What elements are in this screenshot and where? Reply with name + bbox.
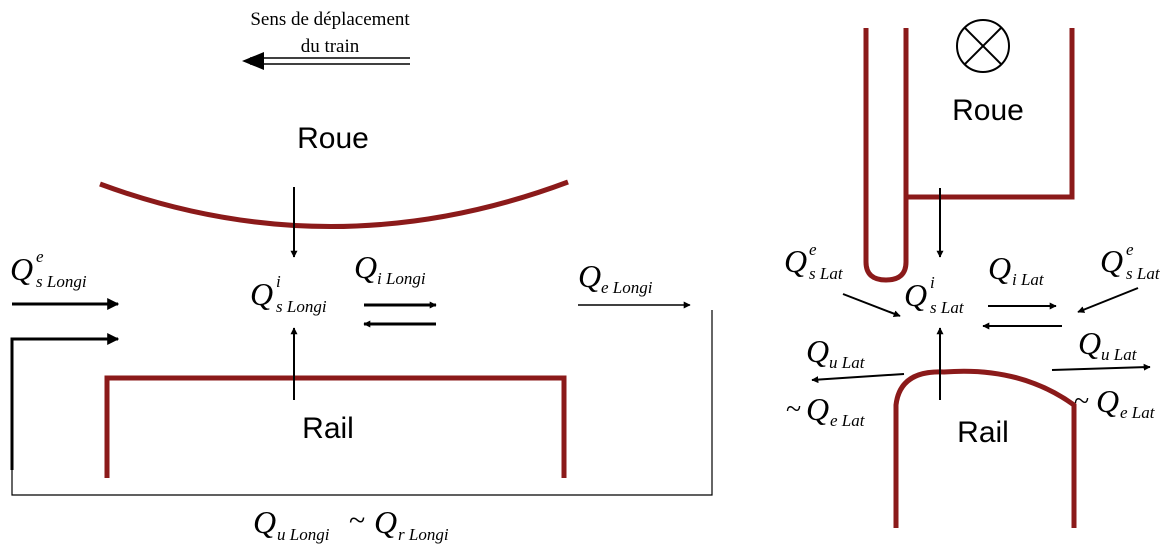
label-q-si-longi: Q i s Longi xyxy=(250,272,327,316)
wheel-label-lateral: Roue xyxy=(952,94,1024,127)
arrow-external-right-entering xyxy=(1077,287,1139,313)
svg-text:e Lat: e Lat xyxy=(1120,403,1156,422)
wheel-arc xyxy=(99,179,569,229)
svg-text:r Longi: r Longi xyxy=(398,525,449,544)
label-q-si-lat: Q i s Lat xyxy=(904,273,965,317)
svg-text:e Lat: e Lat xyxy=(830,411,866,430)
label-q-u-lat-left: Q u Lat xyxy=(806,333,866,372)
svg-text:Q: Q xyxy=(806,391,829,427)
rail-label: Rail xyxy=(302,412,354,445)
svg-text:e: e xyxy=(809,240,817,259)
label-q-u-lat-right: Q u Lat xyxy=(1078,325,1138,364)
svg-text:e: e xyxy=(1126,240,1134,259)
label-q-u-longi-approx-q-r-longi: Q u Longi ~ Q r Longi xyxy=(253,504,449,544)
svg-text:~: ~ xyxy=(349,504,365,537)
arrow-external-left-leaving xyxy=(811,373,905,384)
svg-text:i Lat: i Lat xyxy=(1012,270,1045,289)
wheel-body xyxy=(906,28,1075,200)
direction-text-line1: Sens de déplacement xyxy=(250,9,410,30)
arrow-external-right-leaving xyxy=(1051,363,1151,371)
svg-text:s Lat: s Lat xyxy=(930,298,965,317)
arrow-loop-entering xyxy=(10,333,120,470)
svg-text:s Lat: s Lat xyxy=(1126,264,1161,283)
label-q-se-longi: Q e s Longi xyxy=(10,247,87,291)
svg-text:Q: Q xyxy=(354,249,377,285)
rail-block xyxy=(104,375,567,478)
svg-text:Q: Q xyxy=(1096,383,1119,419)
svg-text:i: i xyxy=(930,273,935,292)
svg-text:s Longi: s Longi xyxy=(276,297,327,316)
svg-text:s Longi: s Longi xyxy=(36,272,87,291)
label-q-se-lat-left: Q e s Lat xyxy=(784,240,844,283)
svg-text:i Longi: i Longi xyxy=(377,269,426,288)
svg-text:Q: Q xyxy=(250,276,273,312)
rail-head xyxy=(893,368,1077,528)
svg-text:Q: Q xyxy=(904,277,927,313)
svg-text:u Lat: u Lat xyxy=(1101,345,1138,364)
wheel-flange xyxy=(863,28,909,283)
lateral-panel: Roue Rail Q e s Lat Q i s Lat Q i Lat Q xyxy=(784,19,1161,528)
svg-text:u Lat: u Lat xyxy=(829,353,866,372)
arrow-external-left-entering xyxy=(842,293,901,317)
return-loop-line xyxy=(11,310,713,496)
circle-cross-icon xyxy=(956,19,1010,73)
label-q-e-lat-right: ~ Q e Lat xyxy=(1074,383,1156,422)
svg-text:e Longi: e Longi xyxy=(601,278,653,297)
svg-text:Q: Q xyxy=(10,251,33,287)
direction-text-line2: du train xyxy=(301,36,360,57)
svg-text:Q: Q xyxy=(988,250,1011,286)
svg-text:s Lat: s Lat xyxy=(809,264,844,283)
svg-text:i: i xyxy=(276,272,281,291)
svg-text:Q: Q xyxy=(374,504,397,540)
svg-text:e: e xyxy=(36,247,44,266)
label-q-e-longi: Q e Longi xyxy=(578,258,653,297)
wheel-label: Roue xyxy=(297,122,369,155)
rail-label-lateral: Rail xyxy=(957,416,1009,449)
longitudinal-panel: Sens de déplacement du train Roue Rail Q… xyxy=(10,9,713,544)
svg-text:~: ~ xyxy=(1074,386,1089,417)
svg-text:Q: Q xyxy=(784,243,807,279)
label-q-i-longi: Q i Longi xyxy=(354,249,426,288)
label-q-e-lat-left: ~ Q e Lat xyxy=(786,391,866,430)
svg-text:u Longi: u Longi xyxy=(277,525,330,544)
svg-text:Q: Q xyxy=(578,258,601,294)
direction-arrow xyxy=(242,52,410,70)
label-q-i-lat: Q i Lat xyxy=(988,250,1045,289)
svg-text:Q: Q xyxy=(806,333,829,369)
label-q-se-lat-right: Q e s Lat xyxy=(1100,240,1161,283)
svg-text:Q: Q xyxy=(1078,325,1101,361)
svg-text:Q: Q xyxy=(1100,243,1123,279)
svg-text:Q: Q xyxy=(253,504,276,540)
svg-text:~: ~ xyxy=(786,394,801,425)
